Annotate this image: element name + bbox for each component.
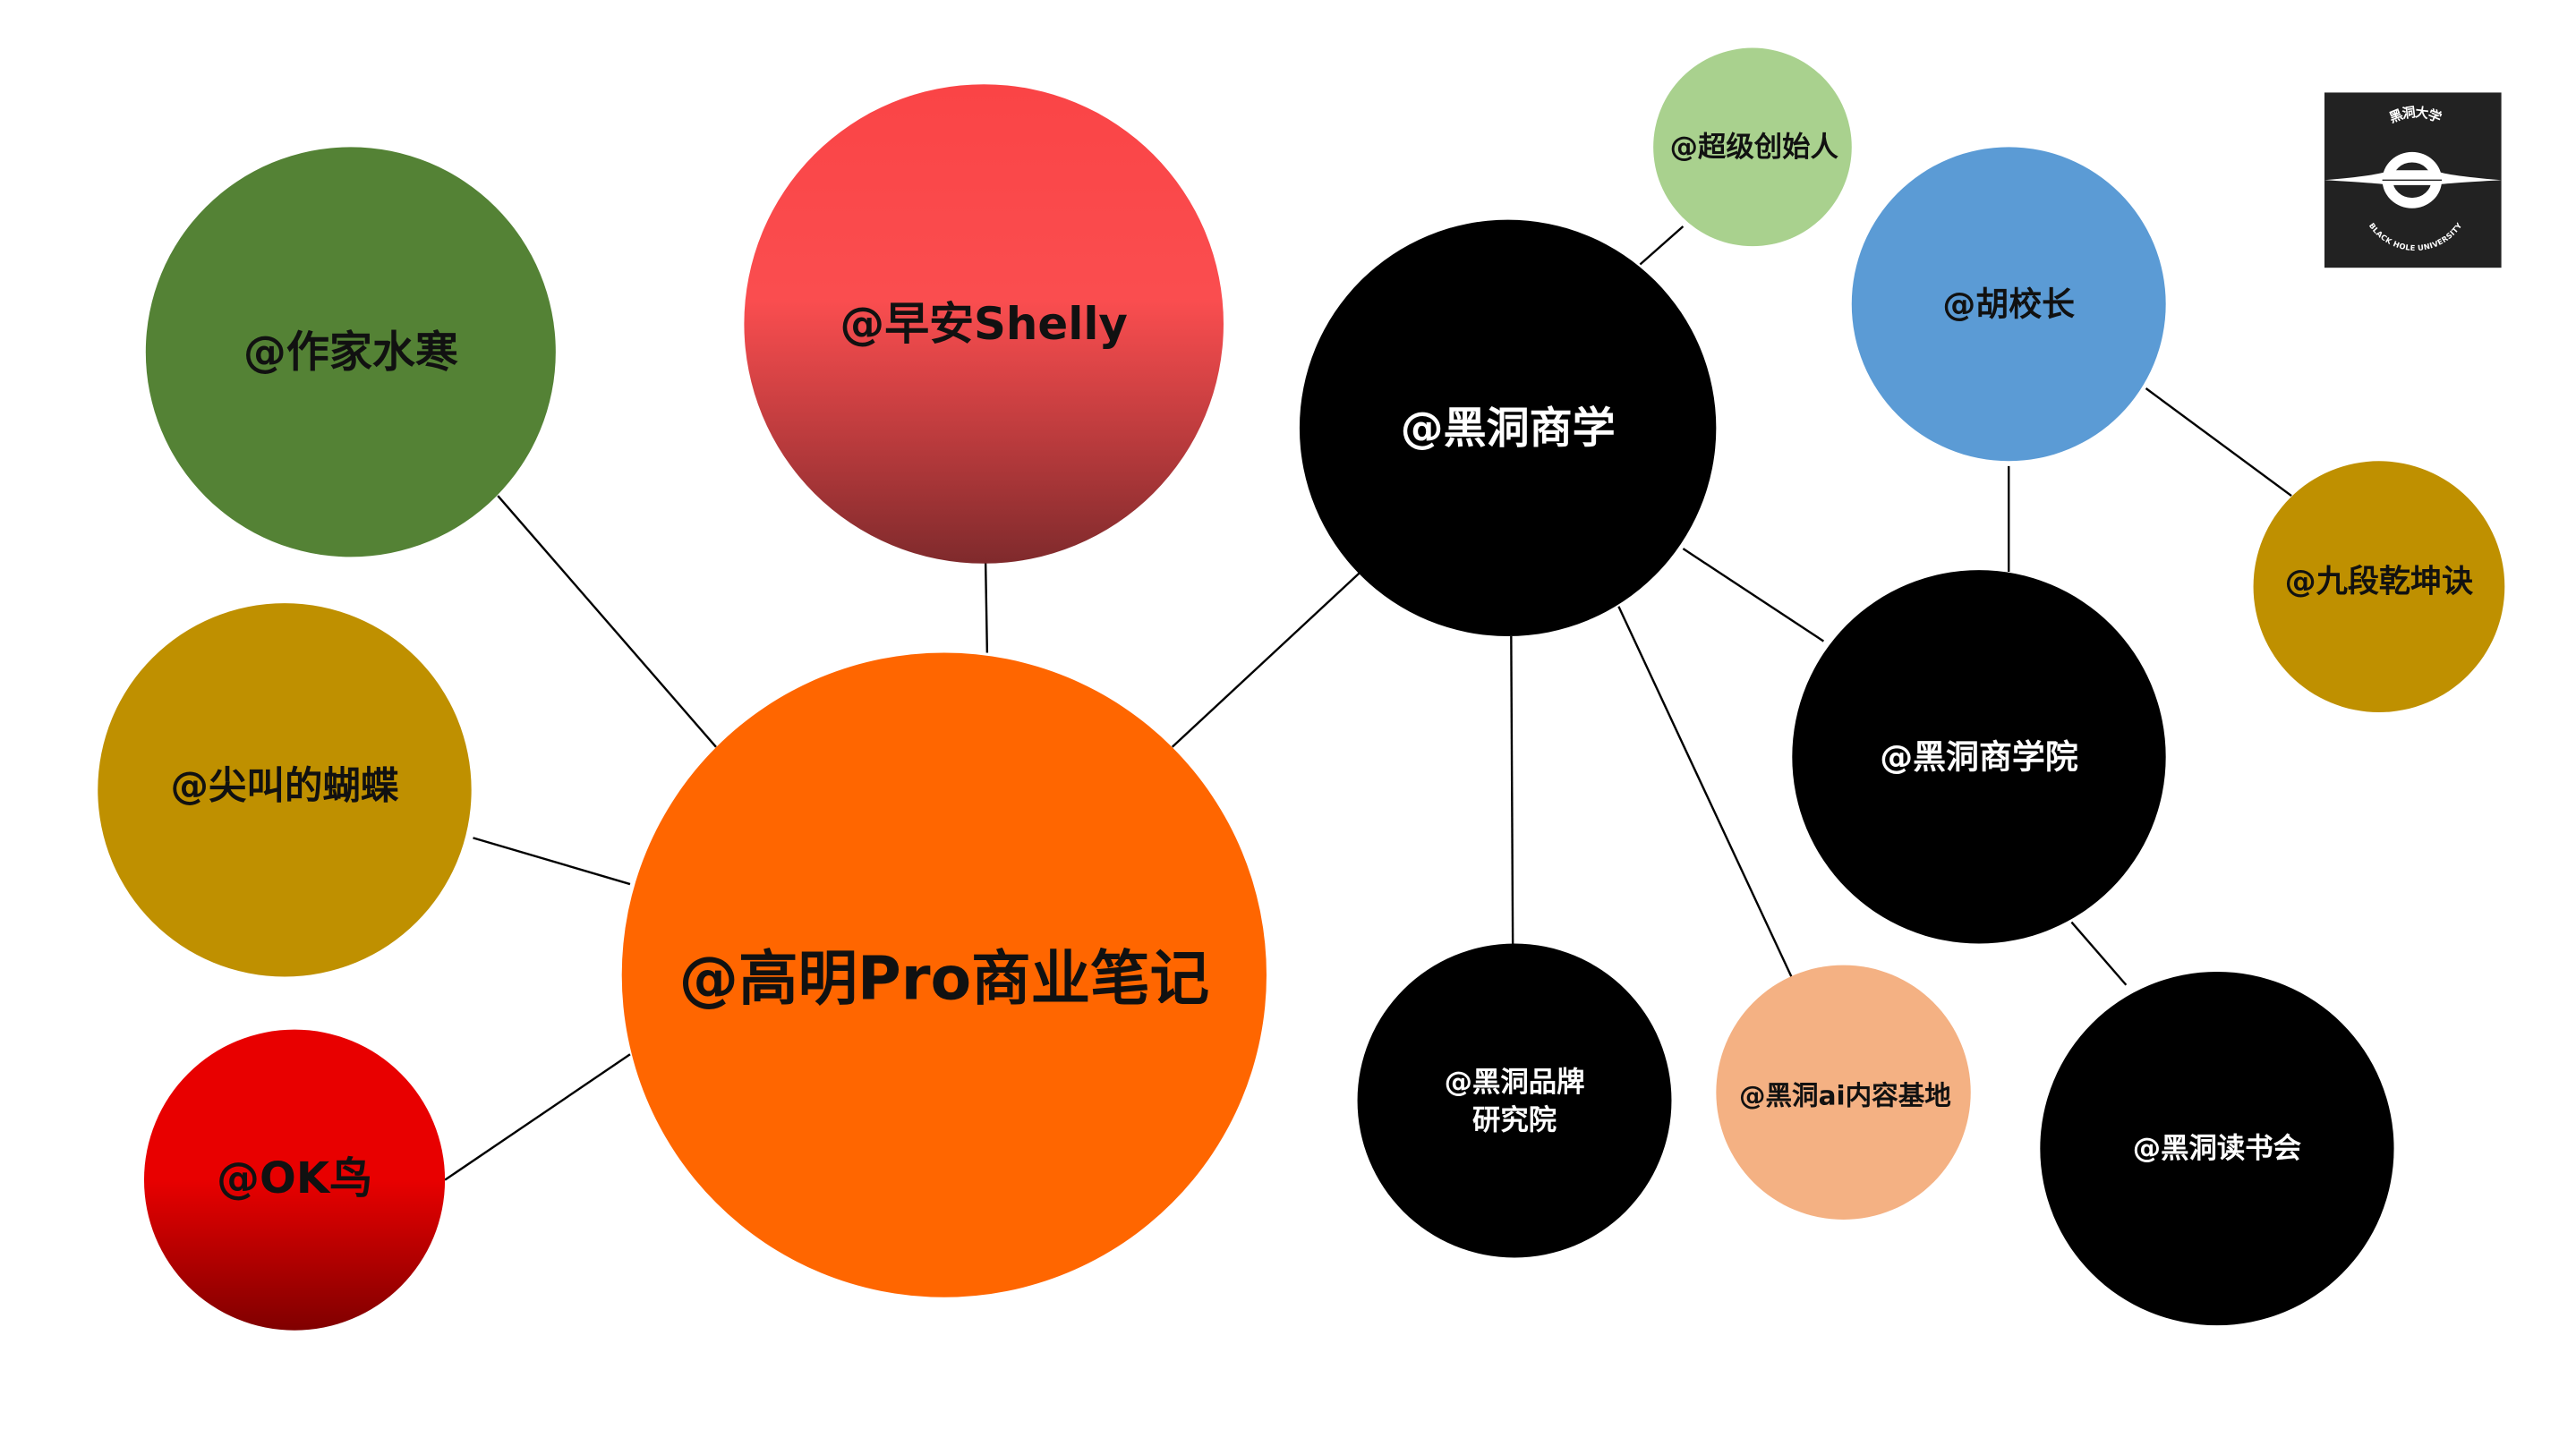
node-jiuduan: @九段乾坤诀 bbox=[2253, 461, 2505, 712]
node-label: @黑洞商学 bbox=[1401, 403, 1616, 453]
connector-line bbox=[1171, 571, 1362, 748]
connector-line bbox=[444, 1053, 631, 1181]
connector-line bbox=[2145, 387, 2292, 498]
node-label: @早安Shelly bbox=[840, 298, 1127, 350]
node-label: @尖叫的蝴蝶 bbox=[171, 765, 399, 809]
node-label: @九段乾坤诀 bbox=[2285, 564, 2473, 600]
connector-line bbox=[1682, 548, 1825, 642]
connector-line bbox=[497, 495, 717, 748]
node-label: @超级创始人 bbox=[1670, 131, 1839, 163]
node-label: @OK鸟 bbox=[217, 1153, 372, 1204]
connector-line bbox=[473, 837, 631, 886]
connector-line bbox=[1510, 636, 1514, 946]
node-super-founder: @超级创始人 bbox=[1653, 47, 1852, 247]
node-label: @高明Pro商业笔记 bbox=[679, 943, 1209, 1013]
node-label: 研究院 bbox=[1472, 1103, 1557, 1136]
connector-line bbox=[2070, 921, 2128, 986]
node-label: @黑洞品牌 bbox=[1445, 1067, 1585, 1099]
node-ai-base: @黑洞ai内容基地 bbox=[1716, 965, 1971, 1220]
node-butterfly: @尖叫的蝴蝶 bbox=[98, 603, 472, 977]
black-hole-university-logo: 黑洞大学 BLACK HOLE UNIVERSITY bbox=[2324, 92, 2502, 268]
node-label: @黑洞读书会 bbox=[2133, 1133, 2302, 1165]
node-book-club: @黑洞读书会 bbox=[2040, 971, 2394, 1326]
node-ok-bird: @OK鸟 bbox=[143, 1029, 446, 1331]
node-heidong-business: @黑洞商学 bbox=[1299, 219, 1717, 637]
connector-line bbox=[1639, 225, 1685, 266]
node-label: @黑洞商学院 bbox=[1880, 737, 2078, 776]
node-label: @作家水寒 bbox=[243, 327, 458, 377]
connectors bbox=[444, 225, 2292, 1181]
node-principal-hu: @胡校长 bbox=[1851, 147, 2166, 462]
connector-line bbox=[1617, 606, 1794, 979]
node-label: @黑洞ai内容基地 bbox=[1739, 1080, 1951, 1110]
node-shelly: @早安Shelly bbox=[744, 84, 1224, 564]
node-writer: @作家水寒 bbox=[145, 147, 556, 557]
connector-line bbox=[984, 557, 989, 653]
node-heidong-school: @黑洞商学院 bbox=[1792, 570, 2166, 944]
node-center: @高明Pro商业笔记 bbox=[621, 652, 1267, 1297]
node-label: @胡校长 bbox=[1942, 285, 2075, 323]
node-brand-institute: @黑洞品牌 研究院 bbox=[1357, 943, 1672, 1258]
